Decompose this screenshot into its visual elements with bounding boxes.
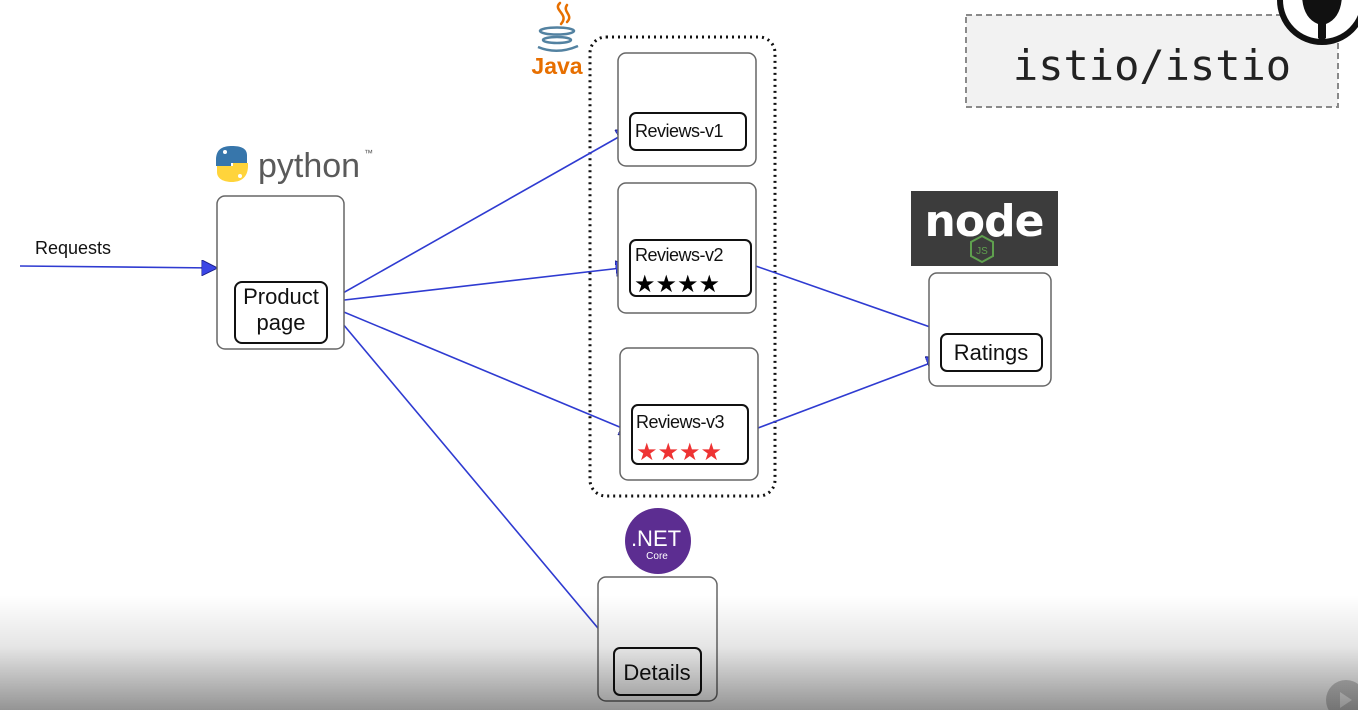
reviews-v2-stars: ★★★★ xyxy=(634,270,720,298)
edge-productpage-to-reviews-v3 xyxy=(326,304,634,433)
reviews-v2-label: Reviews-v2 xyxy=(635,245,724,265)
requests-label: Requests xyxy=(35,238,111,258)
edge-reviews-v3-to-ratings xyxy=(749,359,941,432)
ratings-label: Ratings xyxy=(954,340,1029,365)
reviews-v1-container xyxy=(629,112,747,151)
node-js-logo: node JS xyxy=(911,191,1058,266)
dotnet-logo-main: .NET xyxy=(631,526,681,551)
service-ratings: Ratings xyxy=(928,272,1052,387)
repo-label: istio/istio xyxy=(965,14,1339,108)
reviews-group-boundary xyxy=(588,35,777,498)
node-logo-text: node xyxy=(925,196,1044,247)
details-container xyxy=(613,647,702,696)
edge-reviews-v2-to-ratings xyxy=(749,263,953,335)
dotnet-logo-sub: Core xyxy=(646,551,668,562)
reviews-v3-label: Reviews-v3 xyxy=(636,412,725,432)
reviews-v3-stars: ★★★★ xyxy=(636,438,722,466)
service-reviews-v2: Reviews-v2 ★★★★ xyxy=(617,182,757,314)
service-reviews-v3: Reviews-v3 ★★★★ xyxy=(619,347,759,481)
productpage-label-line1: Product xyxy=(243,284,319,309)
edge-requests-to-productpage xyxy=(19,266,216,268)
python-logo: python ™ xyxy=(216,146,373,185)
python-logo-text: python xyxy=(258,147,360,185)
productpage-label-line2: page xyxy=(257,310,306,335)
service-details: Details xyxy=(597,576,718,702)
service-productpage: Product page xyxy=(216,195,345,350)
details-label: Details xyxy=(623,660,690,685)
service-reviews-v1: Reviews-v1 xyxy=(617,52,757,167)
edges xyxy=(19,130,953,652)
edge-productpage-to-reviews-v2 xyxy=(326,267,630,303)
pluralsight-icon xyxy=(1326,680,1358,710)
node-js-text: JS xyxy=(976,246,988,257)
repo-label-text: istio/istio xyxy=(1013,41,1291,90)
ratings-container xyxy=(940,333,1043,372)
edge-productpage-to-details xyxy=(326,304,618,652)
dotnet-core-logo: .NET Core xyxy=(625,508,691,574)
java-logo-text: Java xyxy=(531,53,582,79)
edge-productpage-to-reviews-v1 xyxy=(326,130,631,303)
reviews-v3-container xyxy=(631,404,749,465)
productpage-container xyxy=(234,281,328,344)
github-octocat-icon xyxy=(1277,0,1358,45)
java-logo: Java xyxy=(531,1,583,79)
reviews-v1-label: Reviews-v1 xyxy=(635,121,724,141)
reviews-v2-container xyxy=(629,239,752,297)
python-trademark: ™ xyxy=(364,148,373,158)
